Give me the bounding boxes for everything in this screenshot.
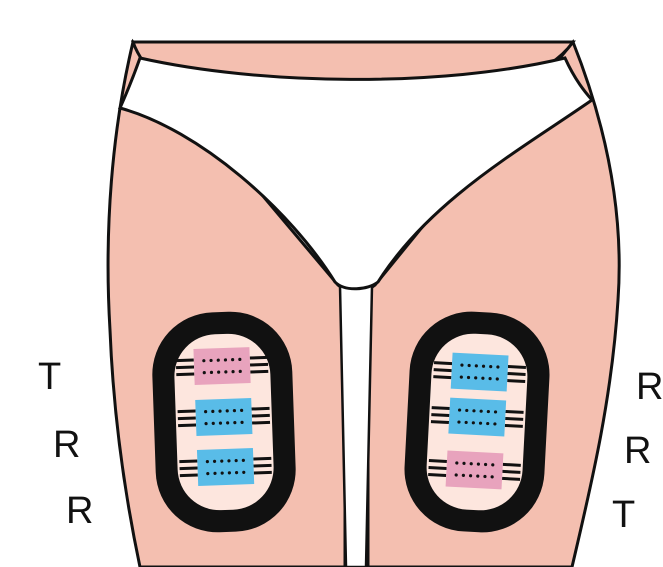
- right-sensor-lead: [507, 381, 525, 382]
- right-transmitter-sensor: [446, 450, 504, 489]
- left-receiver-sensor: [197, 448, 254, 486]
- left-sensor-lead: [252, 415, 270, 416]
- left-transmitter-sensor: [193, 347, 250, 385]
- right-sensor-lead: [502, 478, 520, 479]
- left-sensor-lead: [253, 458, 271, 459]
- right-electrode-pad: [401, 308, 552, 535]
- left-label-2: R: [53, 426, 80, 464]
- right-sensor-lead: [431, 422, 449, 423]
- right-label-1: R: [636, 368, 663, 406]
- left-sensor-lead: [250, 371, 268, 372]
- right-sensor-lead: [506, 411, 524, 412]
- right-sensor-lead: [508, 374, 526, 375]
- right-receiver-sensor: [451, 353, 509, 392]
- right-sensor-lead: [428, 475, 446, 476]
- right-sensor-lead: [432, 408, 450, 409]
- right-sensor-lead: [429, 461, 447, 462]
- leg-gap: [340, 286, 372, 567]
- left-label-3: R: [66, 492, 93, 530]
- right-sensor-lead: [503, 464, 521, 465]
- left-sensor-lead: [178, 418, 196, 419]
- left-sensor-lead: [254, 465, 272, 466]
- left-sensor-lead: [179, 461, 197, 462]
- left-sensor-lead: [176, 374, 194, 375]
- left-sensor-lead: [180, 475, 198, 476]
- left-sensor-lead: [252, 408, 270, 409]
- left-sensor-lead: [178, 425, 196, 426]
- right-sensor-lead: [433, 377, 451, 378]
- right-sensor-lead: [429, 468, 447, 469]
- right-sensor-lead: [431, 415, 449, 416]
- right-label-3: T: [612, 496, 635, 534]
- left-sensor-lead: [252, 422, 270, 423]
- right-sensor-lead: [434, 370, 452, 371]
- right-sensor-lead: [434, 363, 452, 364]
- right-sensor-lead: [508, 367, 526, 368]
- left-receiver-sensor: [195, 398, 252, 436]
- left-sensor-lead: [250, 357, 268, 358]
- right-label-2: R: [624, 432, 651, 470]
- right-sensor-lead: [505, 425, 523, 426]
- left-label-1: T: [38, 358, 61, 396]
- right-receiver-sensor: [448, 398, 506, 437]
- left-electrode-pad: [150, 310, 298, 535]
- right-sensor-lead: [502, 471, 520, 472]
- left-sensor-lead: [176, 367, 194, 368]
- left-sensor-lead: [180, 468, 198, 469]
- left-sensor-lead: [250, 364, 268, 365]
- right-sensor-lead: [505, 418, 523, 419]
- left-sensor-lead: [178, 411, 196, 412]
- left-sensor-lead: [254, 472, 272, 473]
- left-sensor-lead: [176, 360, 194, 361]
